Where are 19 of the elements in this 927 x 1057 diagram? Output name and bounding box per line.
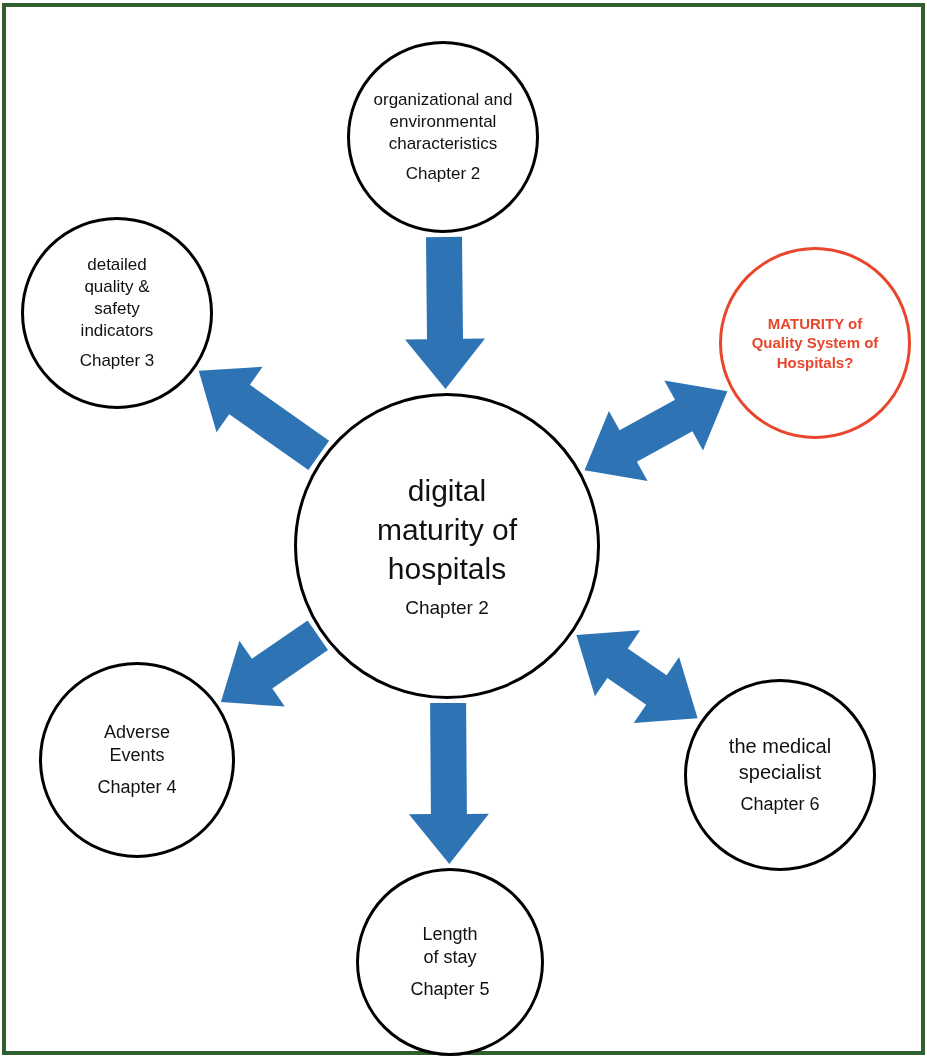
block-arrow (408, 702, 489, 864)
topic-label: the medical specialist (727, 734, 833, 786)
block-arrow (584, 380, 728, 481)
chapter-label: Chapter 2 (404, 163, 482, 186)
topic-label: digital maturity of hospitals (375, 473, 518, 588)
topic-label: organizational and environmental characteristics (372, 88, 514, 155)
topic-label: MATURITY of Quality System of Hospitals? (750, 313, 880, 373)
topic-label: Length of stay (421, 922, 479, 970)
topic-label: Adverse Events (102, 720, 171, 768)
chapter-label: Chapter 6 (739, 793, 821, 817)
chapter-label: Chapter 4 (96, 775, 178, 799)
block-arrow (198, 366, 330, 471)
block-arrow (220, 620, 328, 707)
chapter-label: Chapter 2 (404, 596, 490, 621)
block-arrow (576, 630, 698, 723)
topic-label: detailed quality & safety indicators (79, 253, 155, 343)
chapter-label: Chapter 3 (78, 350, 156, 373)
chapter-label: Chapter 5 (409, 977, 491, 1001)
block-arrow (405, 236, 485, 389)
